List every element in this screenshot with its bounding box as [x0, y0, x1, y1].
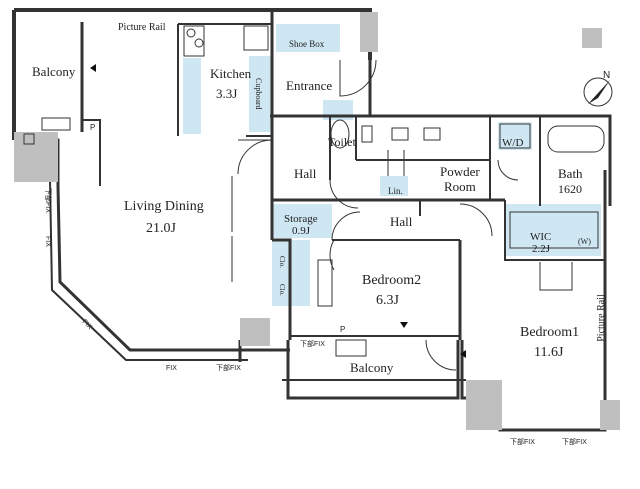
hall-2-label: Hall [390, 214, 413, 229]
bath-size: 1620 [558, 182, 582, 196]
fixtures [23, 25, 605, 357]
room-labels: Balcony Picture Rail Kitchen 3.3J Shoe B… [32, 22, 607, 375]
fix-left-1-label: 下部FIX [44, 188, 53, 213]
hall-1-label: Hall [294, 166, 317, 181]
fix-balcony-label: 下部FIX [300, 339, 325, 348]
compass-icon: N [583, 70, 613, 107]
p-mark-1: P [90, 123, 95, 132]
arrow-marker-2 [400, 322, 408, 328]
picture-rail-top-label: Picture Rail [118, 22, 166, 33]
closet-label-1: Clo. [278, 256, 286, 268]
fix-br-2-label: 下部FIX [562, 437, 587, 446]
powder-room-label-1: Powder [440, 164, 480, 179]
lin-label: Lin. [388, 186, 403, 196]
fix-marks: 下部FIX FIX FIX FIX 下部FIX 下部FIX 下部FIX 下部FI… [44, 123, 587, 446]
shoe-box-label: Shoe Box [289, 39, 325, 49]
bedroom1-size: 11.6J [534, 345, 564, 360]
fix-diagonal-label: FIX [81, 318, 94, 331]
bedroom1-label: Bedroom1 [520, 325, 579, 340]
wic-size: 2.2J [532, 243, 551, 255]
columns [14, 12, 620, 430]
p-mark-2: P [340, 325, 345, 334]
wd-label: W/D [502, 137, 523, 149]
storage-label: Storage [284, 213, 318, 225]
bedroom2-size: 6.3J [376, 293, 400, 308]
markers [90, 64, 466, 358]
picture-rail-right-label: Picture Rail [596, 294, 607, 342]
storage-size: 0.9J [292, 225, 311, 237]
balcony-nw-label: Balcony [32, 64, 76, 79]
toilet-label: Toilet [328, 135, 356, 149]
bedroom2-label: Bedroom2 [362, 273, 421, 288]
arrow-marker-1 [90, 64, 96, 72]
fix-br-1-label: 下部FIX [510, 437, 535, 446]
powder-room-label-2: Room [444, 179, 476, 194]
cupboard-label: Cupboard [254, 78, 263, 110]
arrow-marker-3 [460, 350, 466, 358]
wic-w-label: (W) [578, 237, 591, 246]
compass-north-label: N [603, 70, 610, 81]
bath-label: Bath [558, 166, 583, 181]
balcony-s-label: Balcony [350, 360, 394, 375]
kitchen-size: 3.3J [216, 86, 237, 101]
kitchen-label: Kitchen [210, 66, 252, 81]
closet-label-2: Clo. [278, 284, 286, 296]
fix-left-2-label: FIX [44, 236, 51, 247]
fix-bottom-label: FIX [166, 365, 177, 372]
doors [231, 59, 573, 371]
living-dining-size: 21.0J [146, 221, 177, 236]
living-dining-label: Living Dining [124, 199, 204, 214]
entrance-label: Entrance [286, 78, 332, 93]
wic-label: WIC [530, 231, 551, 243]
fix-bottom-lower-label: 下部FIX [216, 363, 241, 372]
